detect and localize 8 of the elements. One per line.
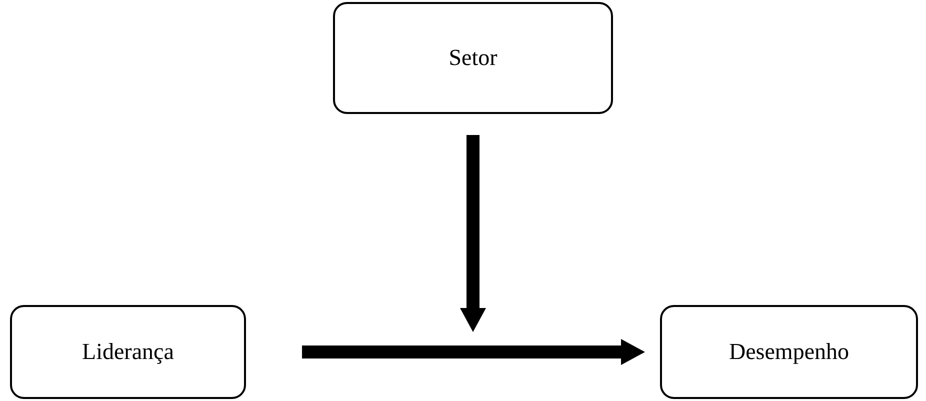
- box-label: Setor: [448, 45, 498, 71]
- rounded-box: [10, 305, 246, 399]
- arrow: [460, 135, 486, 332]
- arrow: [302, 339, 645, 365]
- box-label: Liderança: [82, 339, 174, 365]
- rounded-box: [333, 2, 613, 114]
- rounded-box: [660, 305, 918, 399]
- box-label: Desempenho: [728, 339, 850, 365]
